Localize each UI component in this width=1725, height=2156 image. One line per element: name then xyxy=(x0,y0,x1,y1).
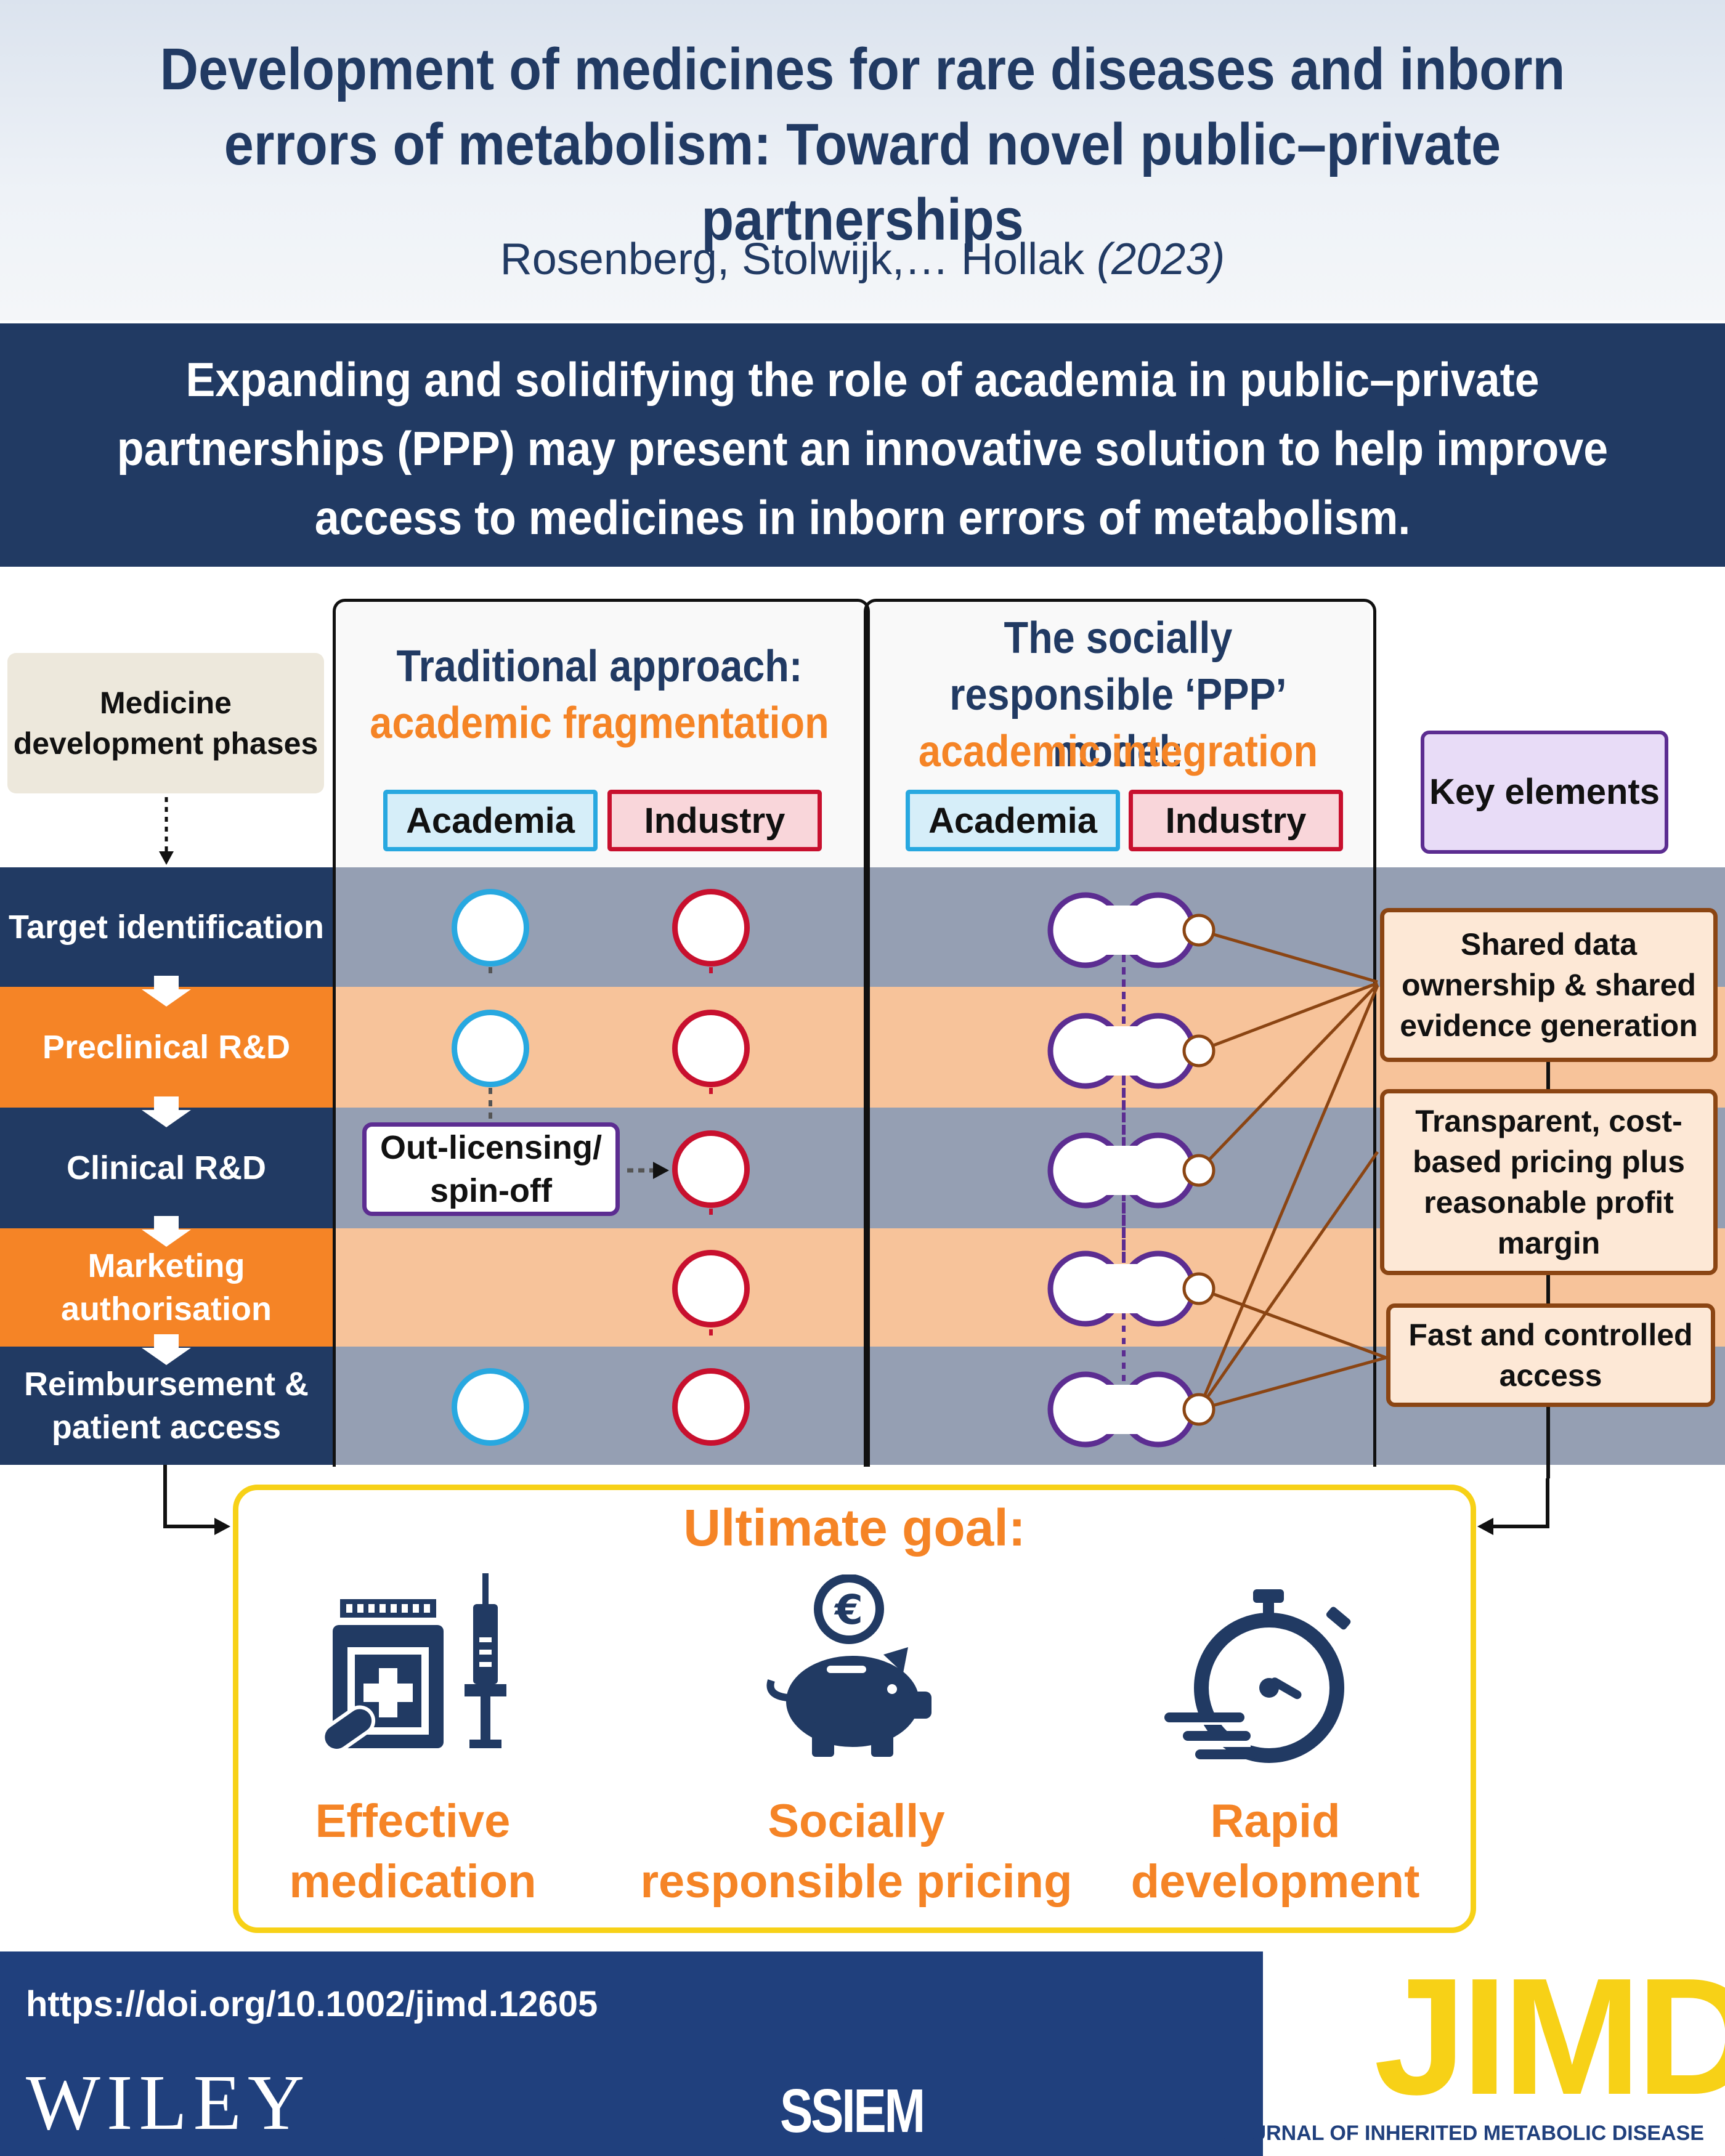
journal-name: JOURNAL OF INHERITED METABOLIC DISEASE xyxy=(1223,2122,1704,2145)
goal-rapid-development: Rapid development xyxy=(1130,1795,1420,1908)
ppp-target-pair xyxy=(1047,892,1216,968)
goal-effective-medication: Effective medication xyxy=(289,1795,537,1908)
ppp-subtitle: academic integration xyxy=(918,727,1318,776)
phase-arrow-2 xyxy=(142,1096,191,1127)
industry-reimbursement-ring xyxy=(672,1368,750,1446)
phase-clinical: Clinical R&D xyxy=(0,1108,333,1228)
academia-reimbursement-ring xyxy=(452,1368,529,1446)
outlicensing-box: Out-licensing/ spin-off xyxy=(362,1122,620,1216)
doi-link[interactable]: https://doi.org/10.1002/jimd.12605 xyxy=(26,1984,598,2024)
phase-preclinical: Preclinical R&D xyxy=(0,987,333,1108)
phases-label: Medicine development phases xyxy=(7,653,324,793)
jimd-logo: JIMD xyxy=(1374,1944,1725,2130)
traditional-title: Traditional approach: xyxy=(396,642,803,691)
traditional-industry-tag: Industry xyxy=(607,790,822,851)
phase-target-identification: Target identification xyxy=(0,867,333,987)
banner xyxy=(0,323,1725,567)
traditional-subtitle: academic fragmentation xyxy=(370,699,829,748)
header-background xyxy=(0,0,1725,320)
piggy-bank-euro-icon: € xyxy=(766,1574,932,1757)
traditional-connectors xyxy=(489,930,713,1335)
phase-arrow-1 xyxy=(142,976,191,1007)
industry-marketing-ring xyxy=(672,1250,750,1327)
ssiem-logo: SSIEM xyxy=(780,2077,925,2146)
academia-preclinical-ring xyxy=(452,1010,529,1087)
phase-marketing: Marketing authorisation xyxy=(0,1228,333,1347)
publication-year: (2023) xyxy=(1097,235,1225,284)
key-fast-access: Fast and controlled access xyxy=(1386,1303,1715,1407)
svg-text:€: € xyxy=(834,1586,863,1634)
authors: Rosenberg, Stolwijk,… Hollak (2023) xyxy=(0,234,1725,285)
goal-responsible-pricing: Socially responsible pricing xyxy=(640,1795,1073,1908)
goal-title: Ultimate goal: xyxy=(683,1499,1026,1557)
academia-target-ring xyxy=(452,889,529,967)
wiley-logo: WILEY xyxy=(26,2059,311,2146)
goal-arrows xyxy=(163,1465,1549,1535)
ppp-panel xyxy=(864,599,1376,1467)
banner-text: Expanding and solidifying the role of ac… xyxy=(116,352,1609,545)
phases-arrow xyxy=(159,797,174,865)
ppp-preclinical-pair xyxy=(1047,1013,1216,1089)
ppp-rings xyxy=(1047,892,1216,1448)
industry-target-ring xyxy=(672,889,750,967)
ppp-clinical-pair xyxy=(1047,1132,1216,1209)
stopwatch-icon xyxy=(1158,1589,1351,1763)
ppp-diagram xyxy=(1047,892,1387,1448)
medicine-bottle-syringe-icon xyxy=(321,1573,506,1753)
key-shared-data: Shared data ownership & shared evidence … xyxy=(1380,908,1718,1062)
industry-clinical-ring xyxy=(672,1130,750,1208)
ppp-reimbursement-pair xyxy=(1047,1371,1216,1448)
ppp-marketing-pair xyxy=(1047,1250,1216,1327)
industry-preclinical-ring xyxy=(672,1010,750,1087)
traditional-panel xyxy=(333,599,870,1467)
phase-arrow-3 xyxy=(142,1216,191,1247)
jimd-logo-background xyxy=(1263,1951,1725,2156)
ppp-academia-tag: Academia xyxy=(906,790,1120,851)
page-title: Development of medicines for rare diseas… xyxy=(160,36,1565,253)
traditional-academia-tag: Academia xyxy=(383,790,598,851)
phase-reimbursement: Reimbursement & patient access xyxy=(0,1347,333,1465)
phase-arrow-4 xyxy=(142,1334,191,1365)
key-elements-title: Key elements xyxy=(1421,731,1668,854)
key-transparent-pricing: Transparent, cost-based pricing plus rea… xyxy=(1380,1089,1718,1275)
ppp-title: The socially responsible ‘PPP’ model: xyxy=(949,614,1287,776)
author-names: Rosenberg, Stolwijk,… Hollak xyxy=(500,235,1085,284)
ppp-industry-tag: Industry xyxy=(1129,790,1343,851)
